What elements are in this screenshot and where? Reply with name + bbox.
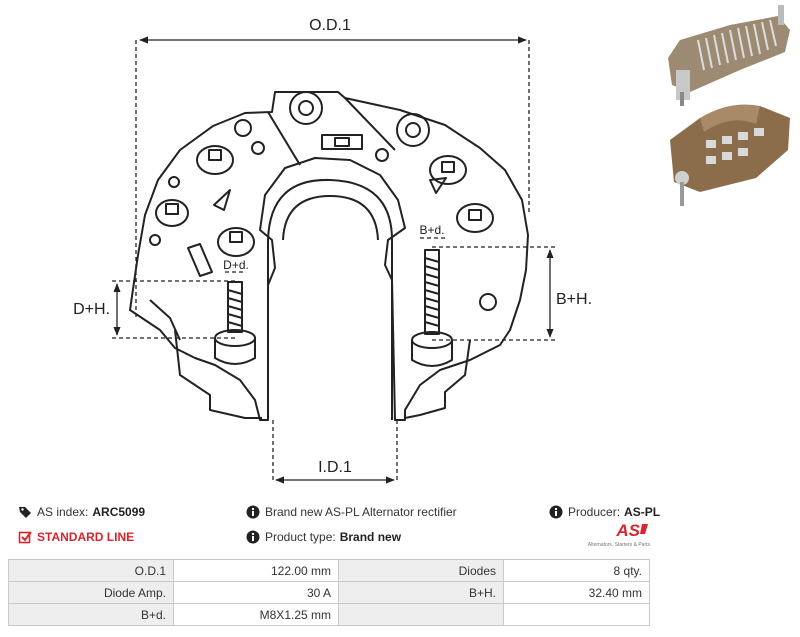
product-photo-bottom <box>670 104 790 206</box>
product-type-label: Product type: <box>265 530 336 544</box>
table-row: O.D.1 122.00 mm Diodes 8 qty. <box>8 559 650 582</box>
bd-dimension-label: B+d. <box>419 223 444 237</box>
table-row: B+d. M8X1.25 mm <box>8 603 650 626</box>
od-dimension-label: O.D.1 <box>309 17 351 34</box>
product-description: Brand new AS-PL Alternator rectifier <box>246 505 457 519</box>
spec-key: O.D.1 <box>8 559 174 582</box>
table-row: Diode Amp. 30 A B+H. 32.40 mm <box>8 581 650 604</box>
logo-tagline: Alternators, Starters & Parts <box>587 542 650 548</box>
spec-key <box>338 603 504 626</box>
spec-key: B+H. <box>338 581 504 604</box>
as-index-label: AS index: <box>37 505 89 519</box>
logo-slash-icon <box>640 524 648 534</box>
producer-value: AS-PL <box>624 505 661 519</box>
bh-dimension-label: B+H. <box>556 291 592 308</box>
description-text: Brand new AS-PL Alternator rectifier <box>265 505 457 519</box>
dh-dimension-label: D+H. <box>73 301 110 318</box>
as-pl-logo: AS Alternators, Starters & Parts <box>585 522 650 552</box>
product-photos <box>668 5 790 206</box>
as-index-value: ARC5099 <box>92 505 146 519</box>
product-type: Product type: Brand new <box>246 530 401 544</box>
checkbox-icon <box>18 531 32 544</box>
spec-value: 32.40 mm <box>503 581 650 604</box>
spec-value <box>503 603 650 626</box>
info-icon <box>246 530 260 544</box>
as-index: AS index: ARC5099 <box>18 505 145 519</box>
id-dimension-label: I.D.1 <box>318 459 352 476</box>
product-photo-top <box>668 5 790 106</box>
tag-icon <box>19 507 31 518</box>
spec-key: Diodes <box>338 559 504 582</box>
dd-dimension-label: D+d. <box>223 258 249 272</box>
logo-mark: AS <box>616 521 640 540</box>
product-type-value: Brand new <box>339 530 402 544</box>
info-icon <box>549 505 563 519</box>
spec-value: 8 qty. <box>503 559 650 582</box>
producer: Producer: AS-PL <box>549 505 660 519</box>
spec-value: M8X1.25 mm <box>173 603 339 626</box>
specifications-table: O.D.1 122.00 mm Diodes 8 qty. Diode Amp.… <box>8 559 650 626</box>
spec-key: B+d. <box>8 603 174 626</box>
spec-value: 30 A <box>173 581 339 604</box>
info-icon <box>246 505 260 519</box>
producer-label: Producer: <box>568 505 621 519</box>
spec-value: 122.00 mm <box>173 559 339 582</box>
spec-key: Diode Amp. <box>8 581 174 604</box>
standard-line-text: STANDARD LINE <box>37 530 135 544</box>
standard-line-badge: STANDARD LINE <box>18 530 134 544</box>
rectifier-technical-drawing: O.D.1 I.D.1 D+H. B+H. D+d. B+d. <box>73 17 592 484</box>
